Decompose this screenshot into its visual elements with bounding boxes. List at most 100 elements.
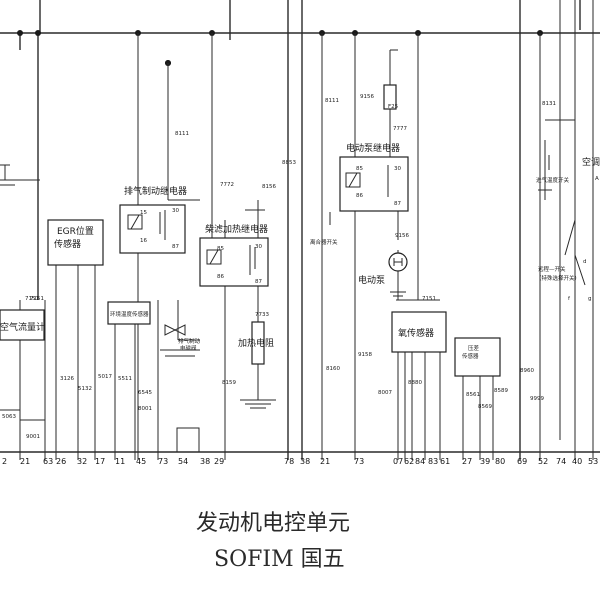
connector-pin-52: 52	[538, 457, 548, 466]
connector-pin-27: 27	[462, 457, 472, 466]
wire-label-5511: 5511	[118, 376, 132, 382]
connector-pin-11: 11	[115, 457, 125, 466]
connector-pin-73: 73	[354, 457, 364, 466]
connector-pin-21: 21	[320, 457, 330, 466]
wire-label-7151: 7151	[25, 296, 39, 302]
wire-label-9999: 9999	[530, 396, 544, 402]
connector-pin-45: 45	[136, 457, 146, 466]
left-ground	[0, 164, 15, 181]
oxygen-sensor-box	[391, 311, 447, 353]
relay-pin: 86	[217, 274, 224, 280]
label-right-note3: （特殊选择开关）	[536, 274, 580, 282]
pin-letter: f	[568, 296, 571, 302]
grounds	[0, 184, 552, 409]
electric-pump-relay	[339, 156, 409, 212]
bottom-small-box	[176, 427, 200, 453]
connector-pin-26: 26	[56, 457, 66, 466]
air-flow-meter-box	[0, 309, 45, 341]
relay-pin: 87	[172, 244, 179, 250]
wire-label-8960: 8960	[520, 368, 534, 374]
exhaust-brake-valve	[160, 324, 200, 357]
fuse	[383, 84, 397, 110]
connector-pin-53: 53	[588, 457, 598, 466]
heater-resistor	[251, 321, 265, 365]
wire-label-8589: 8589	[494, 388, 508, 394]
wire-label-8880: 8880	[408, 380, 422, 386]
wire-label-7777: 7777	[393, 126, 407, 132]
diagram-title-line1: 发动机电控单元	[196, 511, 350, 536]
connector-pin-73: 73	[158, 457, 168, 466]
label-egr-sensor-l2: 传感器	[54, 238, 81, 250]
label-pressure-sensor-l2: 传感器	[462, 352, 479, 360]
diagram-title-line2: SOFIM 国五	[214, 547, 345, 572]
relay-pin: 30	[255, 244, 262, 250]
label-env-temp-sensor: 环境温度传感器	[110, 310, 149, 318]
exhaust-brake-relay	[119, 204, 186, 254]
connector-pin-38: 38	[200, 457, 210, 466]
relay-pin: 87	[255, 279, 262, 285]
label-oxygen-sensor: 氧传感器	[398, 327, 434, 339]
label-clutch-switch: 离合器开关	[310, 238, 338, 246]
connector-pin-38: 38	[300, 457, 310, 466]
wire-label-6545: 6545	[138, 390, 152, 396]
connector-pin-62: 62	[404, 457, 414, 466]
relay-pin: 85	[356, 166, 363, 172]
left-rail	[19, 0, 41, 300]
connector-pin-69: 69	[517, 457, 527, 466]
clutch-switch	[321, 210, 331, 230]
label-right-note2: 远程—开关	[538, 265, 566, 273]
wire-label-3126: 3126	[60, 376, 74, 382]
wire-label-9001: 9001	[26, 434, 40, 440]
wire-label-8001: 8001	[138, 406, 152, 412]
wire-label-7151: 7151	[30, 296, 44, 302]
label-air-flow-meter: 空气流量计	[0, 321, 45, 333]
wire-label-9158: 9158	[358, 352, 372, 358]
relay-pin: 85	[217, 246, 224, 252]
wire-label-8561: 8561	[466, 392, 480, 398]
wire-label-8160: 8160	[326, 366, 340, 372]
pressure-sensor-box	[454, 337, 501, 377]
label-pressure-sensor-l1: 压差	[468, 344, 480, 352]
connector-pin-61: 61	[440, 457, 450, 466]
label-exhaust-brake-relay: 排气制动继电器	[124, 185, 187, 197]
connector-pin-83: 83	[428, 457, 438, 466]
connector-pin-54: 54	[178, 457, 188, 466]
connector-pin-74: 74	[556, 457, 566, 466]
wire-label-7151: 7151	[422, 296, 436, 302]
env-temp-sensor-box	[107, 301, 151, 325]
relay-pin: 86	[356, 193, 363, 199]
connector-pin-32: 32	[77, 457, 87, 466]
top-bus-upper	[229, 0, 581, 460]
pin-letter: g	[588, 296, 592, 302]
label-exhaust-valve-l2: 电磁阀	[180, 344, 197, 352]
wire-label-8156: 8156	[262, 184, 276, 190]
connector-pin-63: 63	[43, 457, 53, 466]
wire-label-8131: 8131	[542, 101, 556, 107]
relay-pin: 30	[394, 166, 401, 172]
pin-letter: A	[595, 176, 599, 182]
wire-label-8007: 8007	[378, 390, 392, 396]
connector-pin-78: 78	[284, 457, 294, 466]
wire-label-5132: 5132	[78, 386, 92, 392]
connector-pin-39: 39	[480, 457, 490, 466]
pin-letter: d	[583, 259, 587, 265]
label-right-switch: 空调	[582, 156, 600, 168]
label-right-note1: 进气温度开关	[536, 176, 570, 184]
relay-pin: 15	[140, 210, 147, 216]
wire-label-8569: 8569	[478, 404, 492, 410]
wire-label-7772: 7772	[220, 182, 234, 188]
relay-pin: 30	[172, 208, 179, 214]
label-exhaust-valve-l1: 排气制动	[178, 337, 201, 345]
wire-label-5063: 5063	[2, 414, 16, 420]
bus-junctions	[17, 30, 543, 66]
wire-label-9156: 9156	[360, 94, 374, 100]
relay-pin: 87	[394, 201, 401, 207]
label-diesel-heater-relay: 柴滤加热继电器	[205, 223, 268, 235]
electric-pump-motor	[388, 252, 408, 301]
connector-pin-84: 84	[415, 457, 425, 466]
right-switch	[544, 155, 586, 286]
connector-pin-2: 2	[2, 457, 7, 466]
wire-label-7733: 7733	[255, 312, 269, 318]
